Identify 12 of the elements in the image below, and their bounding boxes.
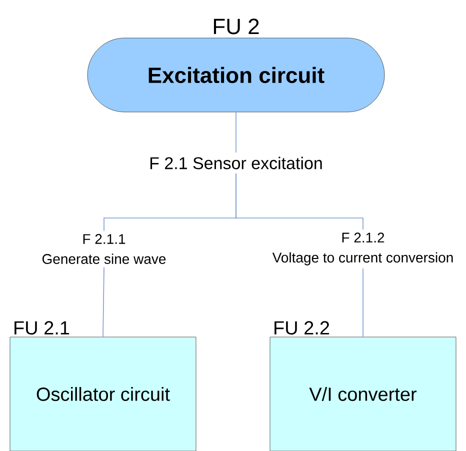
- process-box: Oscillator circuit: [10, 336, 196, 451]
- function-label: F 2.1.1 Generate sine wave: [42, 234, 166, 264]
- connector-line: [362, 268, 364, 338]
- unit-heading: FU 2: [214, 18, 259, 34]
- connector-line: [236, 173, 364, 230]
- rounded-box: Excitation circuit: [87, 38, 385, 112]
- connector-line: [102, 266, 104, 338]
- unit-heading: FU 2.1: [14, 321, 70, 335]
- function-label: F 2.1 Sensor excitation: [150, 156, 322, 170]
- process-box: V/I converter: [270, 336, 456, 451]
- unit-heading: FU 2.2: [274, 321, 330, 335]
- function-label: F 2.1.2 Voltage to current conversion: [272, 232, 453, 266]
